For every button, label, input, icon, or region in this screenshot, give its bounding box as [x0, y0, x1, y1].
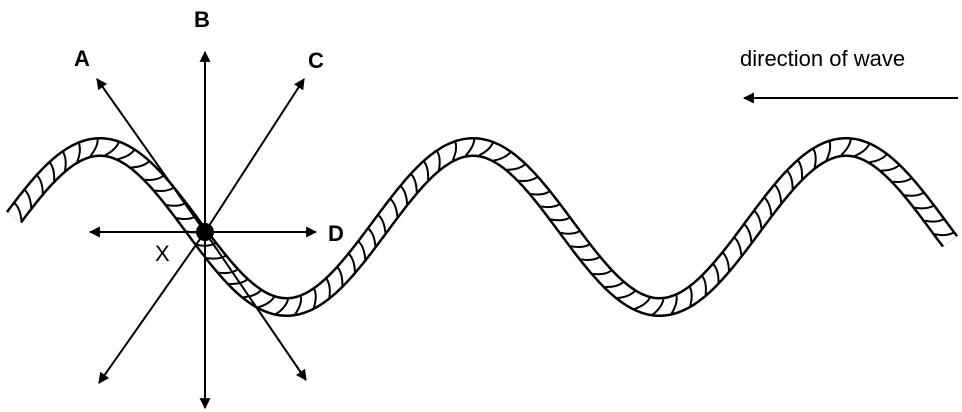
rope-strand [478, 142, 494, 157]
rope-strand [36, 174, 44, 194]
label-a: A [74, 46, 90, 71]
rope-strand [144, 175, 164, 181]
rope-strand [76, 142, 81, 163]
rope-strand [154, 186, 174, 192]
arrow-c-upright [204, 78, 305, 233]
arrow-a-downright [204, 231, 307, 381]
rope-strand [869, 153, 888, 164]
rope-strand [206, 254, 226, 260]
rope-strand [651, 299, 665, 316]
rope-strand [840, 138, 852, 156]
rope-strand [257, 296, 275, 309]
rope-strand [410, 173, 418, 193]
label-d: D [328, 221, 344, 246]
rope-wave [5, 137, 959, 317]
rope-strand [389, 198, 399, 217]
rope-strand [633, 297, 651, 310]
rope-strand [243, 289, 262, 299]
rope-strand [924, 218, 944, 223]
rope-strand [560, 230, 580, 235]
rope-strand [786, 170, 794, 190]
rope-strand [530, 190, 550, 196]
rope-strand [743, 223, 753, 243]
rope-strand [904, 191, 924, 197]
rope-strand [423, 160, 430, 181]
rope-strand [753, 210, 763, 229]
rope-strand [131, 160, 150, 169]
rope-strand [854, 143, 871, 157]
arrow-a-upleft [96, 78, 206, 233]
label-x: X [155, 241, 170, 266]
rope-strand [733, 237, 743, 256]
rope-strand [518, 176, 538, 182]
rope-strand [49, 161, 56, 182]
rope-strand [358, 240, 367, 260]
label-c: C [308, 48, 324, 73]
rope-strand [493, 151, 512, 162]
rope-strand [89, 138, 99, 157]
rope-strand [325, 278, 331, 298]
rope-strand [934, 231, 954, 237]
rope-strand [13, 202, 23, 221]
rope-strand [312, 288, 317, 309]
rope-strand [506, 163, 526, 171]
rope-strand [62, 151, 67, 171]
rope-strand [914, 204, 934, 210]
direction-arrows [88, 50, 318, 410]
rope-strand [774, 184, 783, 203]
rope-strand [812, 148, 817, 169]
rope-strand [797, 160, 804, 180]
rope-strand [670, 295, 678, 315]
rope-strand [367, 227, 377, 247]
rope-strand [763, 197, 773, 216]
rope-strand [604, 281, 624, 289]
rope-strand [117, 149, 136, 161]
label-b: B [194, 7, 210, 32]
rope-strand [464, 138, 476, 157]
rope-strand [451, 141, 458, 161]
rope-strand [377, 214, 387, 233]
rope-strand [336, 266, 344, 286]
rope-strand [592, 269, 612, 276]
rope-strand [348, 253, 356, 273]
rope-strand [540, 203, 560, 209]
rope-strand [570, 243, 590, 249]
rope-strand [701, 275, 707, 295]
rope-strand [688, 286, 693, 307]
rope-strand [24, 189, 33, 208]
rope-strand [617, 290, 636, 300]
rope-fill [7, 139, 957, 315]
rope-strand [880, 164, 900, 172]
rope-strand [294, 296, 303, 315]
rope-strand [400, 185, 409, 205]
rope-strand [712, 263, 720, 283]
rope-strand [722, 252, 730, 271]
rope-strand [275, 299, 289, 315]
rope-strand [218, 268, 238, 275]
rope-strand [104, 141, 120, 157]
direction-label: direction of wave [740, 46, 905, 71]
rope-strand [825, 141, 832, 161]
rope-strand [550, 216, 570, 222]
rope-strand [892, 177, 912, 184]
rope-strand [580, 256, 600, 261]
arrow-c-downleft [98, 231, 206, 384]
rope-strand [436, 150, 441, 171]
point-x [196, 223, 214, 241]
